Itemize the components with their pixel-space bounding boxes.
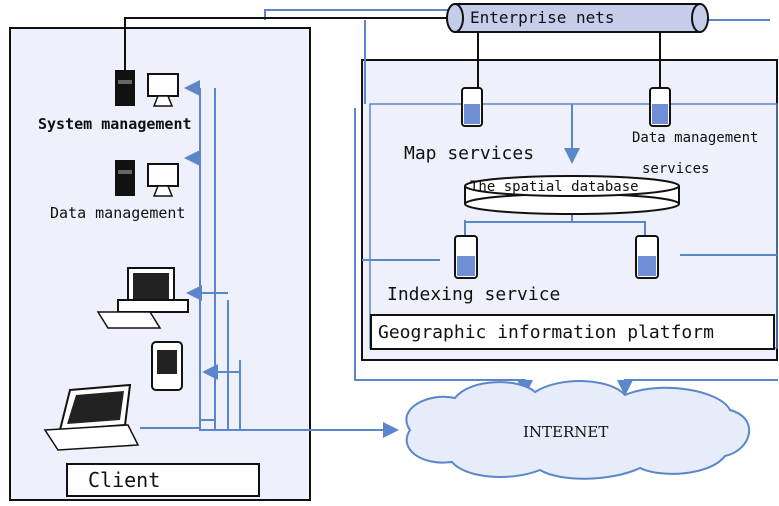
laptop-icon: [43, 383, 140, 451]
indexing-service-label: Indexing service: [387, 284, 561, 305]
spatial-database-label: The spatial database: [470, 179, 639, 195]
data-management-services-label-line1: Data management: [632, 130, 759, 146]
internet-label: INTERNET: [523, 423, 609, 441]
data-management-label: Data management: [50, 204, 186, 222]
enterprise-links: [124, 17, 661, 88]
internet-cloud: [405, 380, 750, 480]
server-computer-icon: [115, 160, 179, 197]
server-computer-icon: [115, 70, 179, 107]
spatial-database-disk: [464, 175, 680, 215]
pda-icon: [151, 341, 183, 391]
database-icon: [649, 87, 671, 127]
database-icon: [461, 87, 483, 127]
database-icon: [635, 235, 659, 279]
database-icon: [454, 235, 478, 279]
enterprise-nets-pipe: [446, 3, 709, 33]
data-management-services-label-line2: services: [642, 161, 710, 177]
map-services-label: Map services: [404, 143, 535, 164]
client-label: Client: [66, 463, 260, 497]
desktop-computer-icon: [96, 267, 189, 329]
enterprise-nets-label: Enterprise nets: [470, 8, 615, 27]
system-management-label: System management: [38, 115, 192, 133]
geographic-platform-label: Geographic information platform: [370, 314, 775, 350]
